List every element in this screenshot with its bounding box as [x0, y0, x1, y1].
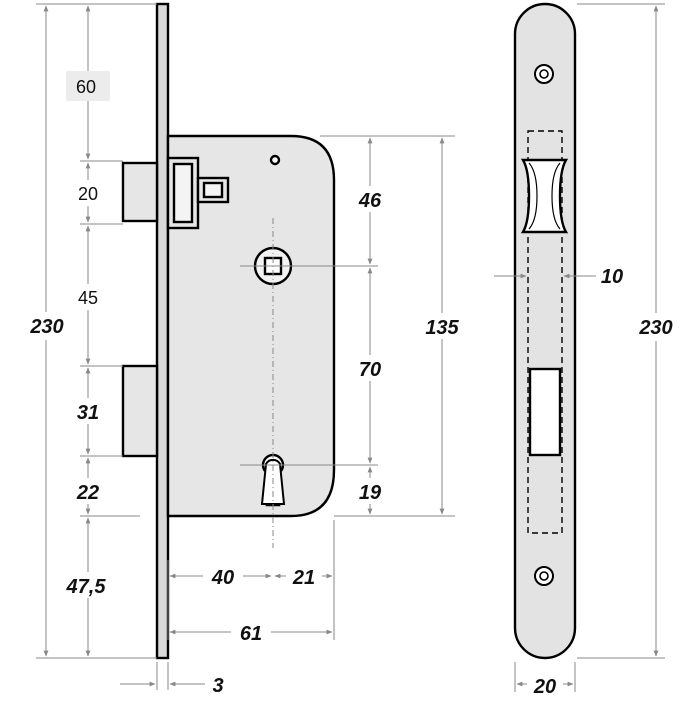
- dim-22-label: 22: [76, 482, 99, 504]
- dim-46-label: 46: [358, 190, 382, 212]
- dim-19-label: 19: [359, 482, 382, 504]
- latch-opening: [520, 158, 569, 234]
- bottom-screw: [534, 566, 554, 586]
- dim-3-label: 3: [212, 675, 223, 697]
- dim-40-label: 40: [211, 567, 234, 589]
- top-screw: [534, 64, 554, 84]
- hidden-case-outline: [527, 130, 563, 534]
- side-view: 10 230 20: [494, 2, 679, 698]
- dim-61-label: 61: [240, 623, 262, 645]
- bolt-opening: [528, 367, 562, 457]
- strike-plate: [513, 2, 577, 660]
- dim-20-label: 20: [78, 184, 98, 204]
- dim-47-5-label: 47,5: [66, 576, 107, 598]
- dim-60-label: 60: [76, 77, 96, 97]
- front-view: [121, 2, 378, 660]
- bottom-dimensions: 40 21 61 3: [120, 520, 335, 697]
- overall-height-label: 230: [29, 316, 63, 338]
- faceplate: [155, 2, 170, 660]
- side-width-label: 20: [533, 676, 556, 698]
- side-height-label: 230: [638, 317, 672, 339]
- screw-hole: [269, 154, 281, 166]
- dim-45-label: 45: [78, 288, 98, 308]
- latch-bolt: [121, 156, 230, 230]
- dim-70-label: 70: [359, 359, 381, 381]
- left-dimensions: 230 60 20 45 31 22 47,5: [26, 3, 157, 659]
- side-thickness-label: 10: [601, 266, 623, 288]
- dim-31-label: 31: [77, 402, 99, 424]
- dim-21-label: 21: [292, 567, 315, 589]
- body-dimensions: 46 70 19 135: [320, 135, 466, 517]
- dead-bolt: [121, 364, 159, 458]
- dim-135-label: 135: [425, 317, 459, 339]
- lock-case: [166, 134, 336, 518]
